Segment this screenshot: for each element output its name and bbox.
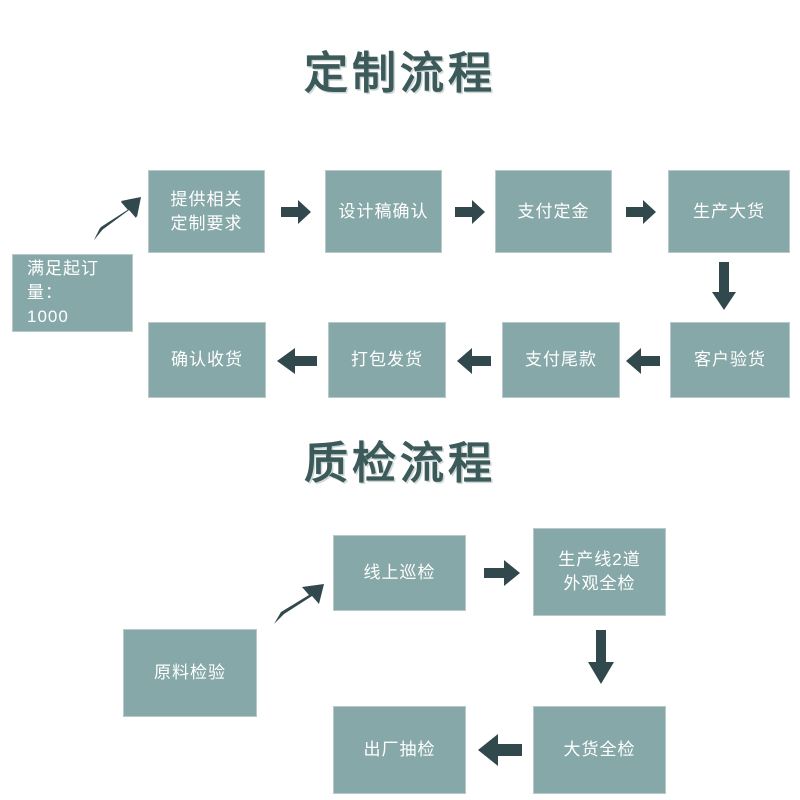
node-client-inspect[interactable]: 客户验货 — [670, 322, 790, 398]
arrow-right-icon — [484, 558, 520, 588]
node-bulk-produce[interactable]: 生产大货 — [668, 170, 790, 253]
node-material-check[interactable]: 原料检验 — [123, 629, 257, 717]
node-requirements[interactable]: 提供相关 定制要求 — [148, 170, 265, 253]
arrow-left-icon — [478, 732, 522, 768]
node-pay-deposit-label: 支付定金 — [517, 201, 590, 221]
section-title-custom-process: 定制流程 — [304, 49, 496, 98]
node-moq[interactable]: 满足起订量： 1000 — [12, 254, 133, 332]
node-client-inspect-label: 客户验货 — [694, 350, 766, 369]
node-pay-balance-label: 支付尾款 — [525, 350, 597, 369]
node-pack-ship[interactable]: 打包发货 — [328, 322, 446, 398]
node-bulk-full-check[interactable]: 大货全检 — [533, 706, 666, 794]
node-confirm-receipt-label: 确认收货 — [171, 350, 243, 369]
node-bulk-produce-label: 生产大货 — [693, 201, 765, 221]
arrow-left-icon — [277, 346, 317, 376]
node-moq-label: 满足起订量： 1000 — [27, 259, 99, 326]
node-material-check-label: 原料检验 — [154, 663, 226, 682]
node-bulk-full-check-label: 大货全检 — [563, 740, 636, 759]
arrow-left-icon — [457, 346, 491, 376]
arrow-right-icon — [281, 198, 311, 226]
arrow-down-icon — [586, 630, 616, 686]
node-factory-sample-check-label: 出厂抽检 — [363, 740, 436, 759]
arrow-down-icon — [710, 262, 738, 312]
node-online-patrol[interactable]: 线上巡检 — [333, 535, 466, 611]
node-pack-ship-label: 打包发货 — [351, 350, 423, 369]
section-title-qc-process: 质检流程 — [304, 439, 496, 488]
node-online-patrol-label: 线上巡检 — [363, 563, 436, 582]
node-confirm-receipt[interactable]: 确认收货 — [148, 322, 266, 398]
arrow-right-icon — [626, 198, 656, 226]
node-design-confirm-label: 设计稿确认 — [338, 201, 429, 221]
node-pay-deposit[interactable]: 支付定金 — [495, 170, 612, 253]
arrow-up-right-icon — [88, 192, 144, 250]
node-requirements-label: 提供相关 定制要求 — [170, 189, 243, 233]
arrow-left-icon — [626, 346, 660, 376]
node-line2-full-check-label: 生产线2道 外观全检 — [558, 550, 641, 593]
node-line2-full-check[interactable]: 生产线2道 外观全检 — [533, 528, 666, 616]
node-design-confirm[interactable]: 设计稿确认 — [325, 170, 442, 253]
arrow-up-right-icon — [270, 582, 328, 638]
node-pay-balance[interactable]: 支付尾款 — [502, 322, 620, 398]
arrow-right-icon — [455, 198, 485, 226]
node-factory-sample-check[interactable]: 出厂抽检 — [333, 706, 466, 794]
